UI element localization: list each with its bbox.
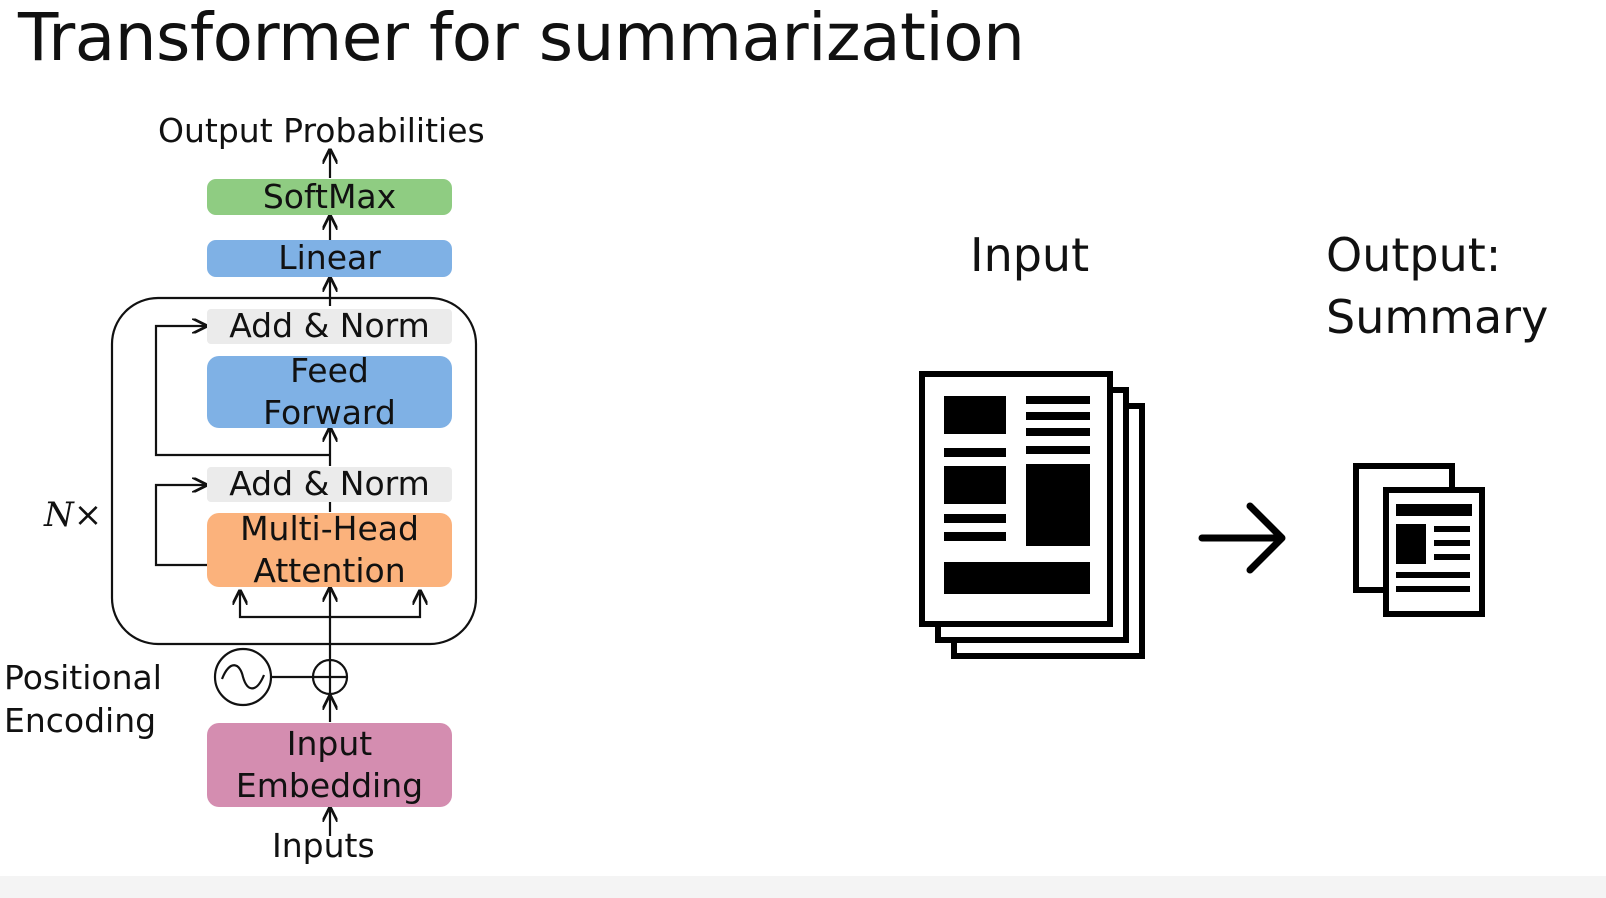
feed-forward-line-1: Feed xyxy=(290,350,369,390)
repeat-count-label: N× xyxy=(44,495,103,535)
add-norm-bottom-label: Add & Norm xyxy=(229,464,430,504)
positional-encoding-line-1: Positional xyxy=(4,658,162,697)
output-label-line-2: Summary xyxy=(1326,290,1549,345)
linear-label: Linear xyxy=(278,238,381,278)
add-norm-bottom-block: Add & Norm xyxy=(207,464,452,503)
add-norm-top-label: Add & Norm xyxy=(229,306,430,346)
softmax-label: SoftMax xyxy=(262,176,397,216)
attention-line-1: Multi-Head xyxy=(240,508,419,548)
output-summary-label: Output: Summary xyxy=(1326,224,1548,348)
input-embedding-block: Input Embedding xyxy=(207,723,452,807)
inputs-label: Inputs xyxy=(272,826,375,865)
layer-stack-frame xyxy=(110,296,478,646)
input-label: Input xyxy=(970,228,1090,282)
output-probabilities-label: Output Probabilities xyxy=(158,111,485,150)
add-norm-top-block: Add & Norm xyxy=(207,306,452,345)
bottom-strip xyxy=(0,876,1606,898)
feed-forward-line-2: Forward xyxy=(263,393,396,432)
summary-document-icon xyxy=(1353,463,1485,617)
linear-block: Linear xyxy=(207,238,452,278)
stacked-document-icon xyxy=(919,371,1145,659)
residual-path-2 xyxy=(154,326,330,457)
attention-line-2: Attention xyxy=(253,551,406,590)
input-embedding-line-1: Input xyxy=(286,723,373,763)
output-label-line-1: Output: xyxy=(1326,228,1502,282)
positional-encoding-label: Positional Encoding xyxy=(4,657,162,743)
softmax-block: SoftMax xyxy=(207,176,452,216)
feed-forward-block: Feed Forward xyxy=(207,351,452,432)
positional-encoding-line-2: Encoding xyxy=(4,700,157,740)
arrow-right-icon xyxy=(1198,502,1286,574)
multi-head-attention-block: Multi-Head Attention xyxy=(207,509,452,590)
input-embedding-line-2: Embedding xyxy=(235,766,424,805)
attention-fork-line xyxy=(240,591,420,619)
slide-title: Transformer for summarization xyxy=(18,0,1025,76)
